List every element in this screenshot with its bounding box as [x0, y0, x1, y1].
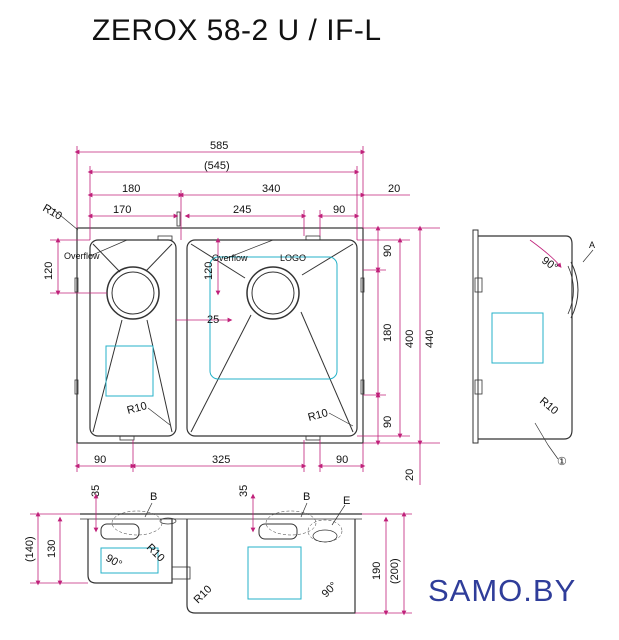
left-bowl-diagonal: [92, 319, 123, 433]
dim-bottom-left: 90: [94, 454, 106, 466]
section-right-total: (200): [389, 558, 401, 584]
left-drain-outer: [106, 266, 160, 320]
section-right-depth: 190: [371, 562, 383, 580]
dim-right-radius: R10: [307, 407, 330, 424]
clip: [305, 235, 321, 241]
section-right-cyan: [247, 546, 302, 600]
left-bowl-diagonal: [92, 243, 121, 273]
clip: [176, 211, 181, 227]
dim-right-margin: 20: [388, 183, 400, 195]
section-depth-left-offset: 35: [90, 485, 102, 497]
right-cyan-zone: [209, 256, 338, 380]
right-drain-inner: [251, 271, 295, 315]
section-left-depth: 130: [46, 540, 58, 558]
side-body: [478, 235, 573, 440]
side-overflow: [570, 261, 579, 319]
dim-right-drain-offset: 120: [203, 262, 215, 280]
section-angle-left: 90°: [104, 552, 124, 571]
side-marker-a: A: [589, 240, 595, 250]
dim-bottom-right: 90: [336, 454, 348, 466]
clip: [360, 277, 365, 293]
right-bowl: [186, 239, 358, 437]
side-view: 90° A R10 ①: [472, 229, 595, 468]
dim-height-middle: 180: [382, 324, 394, 342]
left-bowl-diagonal: [145, 243, 173, 272]
dim-left-inner: 170: [113, 204, 131, 216]
clip: [74, 277, 79, 293]
overflow-label-left: Overflow: [64, 251, 100, 261]
right-bowl-diagonal: [300, 311, 354, 433]
section-right-bowl: [186, 519, 356, 614]
dim-right-bowl: 340: [262, 183, 280, 195]
overflow-label-right: Overflow: [212, 253, 248, 263]
dim-left-bowl: 180: [122, 183, 140, 195]
dim-overall-width: 585: [210, 140, 228, 152]
section-depth-right-offset: 35: [238, 485, 250, 497]
side-cyan-zone: [491, 312, 544, 364]
section-marker-e: E: [343, 495, 350, 507]
side-marker-1: ①: [557, 456, 567, 468]
clip: [305, 435, 321, 441]
top-view: 585 (545) 180 340 20 170 245 90 R10 120 …: [41, 140, 440, 485]
clip: [360, 379, 365, 395]
clip: [119, 435, 135, 441]
side-angle: 90°: [539, 255, 560, 274]
dim-height-bottom: 90: [382, 416, 394, 428]
dim-height-total: 440: [424, 330, 436, 348]
dim-inner-width: (545): [204, 160, 230, 172]
clip: [157, 235, 173, 241]
dim-height-top: 90: [382, 245, 394, 257]
side-flange: [472, 229, 479, 444]
dim-outer-radius: R10: [41, 202, 64, 222]
dim-left-radius: R10: [126, 400, 149, 417]
section-left-cyan: [100, 547, 159, 574]
right-drain-outer: [246, 266, 300, 320]
dim-bottom-middle: 325: [212, 454, 230, 466]
top-view-outline: [76, 227, 364, 444]
dim-height-inner: 400: [404, 330, 416, 348]
clip: [74, 379, 79, 395]
logo-label: LOGO: [280, 253, 306, 263]
section-left-bowl: [87, 519, 173, 584]
section-marker-b-left: B: [150, 491, 157, 503]
dim-gap: 25: [207, 314, 219, 326]
left-drain-inner: [111, 271, 155, 315]
section-angle-right: 90°: [320, 580, 340, 600]
side-radius: R10: [537, 395, 560, 417]
section-view: 35 35 B B E (140) 130 90° R10 R10 90° 19…: [24, 485, 412, 616]
dim-right-offset: 90: [333, 204, 345, 216]
section-radius-left: R10: [144, 542, 167, 565]
section-left-total: (140): [24, 536, 36, 562]
right-bowl-diagonal: [301, 243, 354, 276]
section-radius-right: R10: [192, 583, 215, 606]
dim-right-inner: 245: [233, 204, 251, 216]
left-cyan-zone: [105, 345, 154, 397]
dim-bottom-margin: 20: [404, 469, 416, 481]
brand-logo: SAMO.BY: [428, 573, 577, 608]
left-bowl-diagonal: [146, 319, 173, 433]
dim-left-drain-offset: 120: [43, 262, 55, 280]
right-bowl-diagonal: [190, 314, 252, 433]
section-marker-b-right: B: [303, 491, 310, 503]
page-title: ZEROX 58-2 U / IF-L: [92, 14, 382, 47]
